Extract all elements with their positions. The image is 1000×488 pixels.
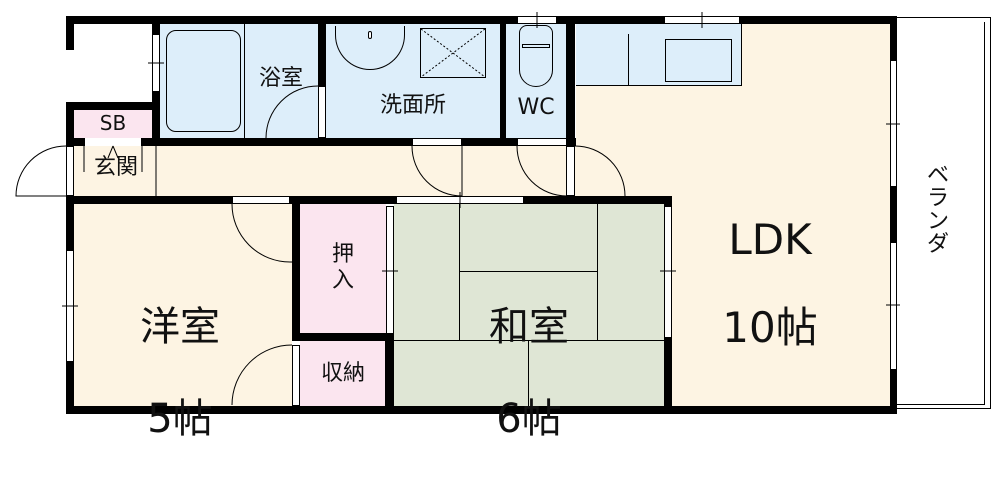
tatami-line: [459, 271, 597, 272]
japanese-room: [394, 204, 664, 406]
wall-left-top: [66, 16, 74, 50]
wall-closet-japanese: [385, 333, 394, 414]
toilet-icon: [519, 25, 553, 87]
western-room-size: 5帖: [147, 396, 213, 442]
ldk-label: LDK 10帖: [700, 174, 840, 394]
wall-void-bottom: [66, 102, 160, 110]
balcony-label: ベ ラ ン ダ: [926, 163, 949, 258]
oshiire: [300, 204, 386, 334]
opening-western-door: [232, 196, 290, 204]
western-room-name: 洋室: [140, 304, 220, 350]
kitchen-counter: [576, 24, 742, 86]
opening-entrance-door: [66, 146, 74, 196]
tatami-line: [528, 340, 529, 406]
counter-divider: [628, 34, 629, 86]
bath-divider: [244, 24, 245, 138]
bathtub-icon: [166, 30, 241, 132]
shoe-box: [74, 110, 152, 138]
toilet-tank-line: [522, 44, 550, 48]
entrance-label: 玄関: [93, 155, 138, 180]
sliding-oshiire: [386, 206, 394, 334]
wall-bath-wash: [318, 16, 326, 86]
closet-label: 収納: [320, 361, 365, 386]
wall-right: [890, 16, 897, 414]
opening-wc-door: [517, 138, 567, 146]
japanese-room-size: 6帖: [496, 396, 562, 442]
wall-wash-wc: [500, 16, 506, 146]
shoe-box-label: SB: [99, 111, 127, 135]
wall-left-sb: [66, 102, 74, 146]
top-left-void: [74, 24, 154, 102]
opening-closet-door: [292, 345, 300, 406]
opening-bath-door: [318, 86, 326, 138]
closet: [300, 341, 386, 406]
japanese-room-label: 和室 6帖: [459, 258, 599, 488]
ldk-name: LDK: [728, 215, 812, 265]
sink-tap: [368, 31, 372, 39]
tatami-line: [597, 204, 598, 341]
western-room-label: 洋室 5帖: [110, 258, 250, 488]
door-swings: [15, 12, 900, 406]
toilet-label: WC: [517, 95, 555, 120]
wall-bottom: [66, 406, 896, 414]
tatami-line: [394, 340, 664, 341]
washer-icon: [420, 28, 486, 78]
tatami-line: [459, 204, 460, 341]
balcony: [896, 17, 991, 409]
wall-western-oshiire: [292, 196, 300, 336]
opening-ldk-door: [566, 146, 575, 196]
japanese-room-name: 和室: [489, 304, 569, 350]
bathroom-label: 浴室: [258, 66, 303, 91]
window-ldk-lower: [890, 242, 897, 370]
opening-sb-top: [84, 138, 142, 146]
ldk-size: 10帖: [722, 303, 818, 353]
window-japanese-right: [664, 206, 672, 338]
balcony-inner-rail: [896, 22, 985, 405]
wall-oshiire-closet: [292, 333, 393, 341]
opening-washroom-door: [412, 138, 462, 146]
washroom-label: 洗面所: [379, 93, 446, 118]
wall-hall-top: [66, 138, 576, 146]
oshiire-label: 押 入: [331, 242, 354, 294]
hallway: [158, 146, 576, 196]
wall-hall-bottom: [66, 196, 670, 204]
wall-wc-ldk: [566, 16, 575, 146]
western-room: [74, 204, 292, 406]
wall-top: [66, 16, 896, 24]
kitchen-sink-icon: [665, 39, 732, 82]
